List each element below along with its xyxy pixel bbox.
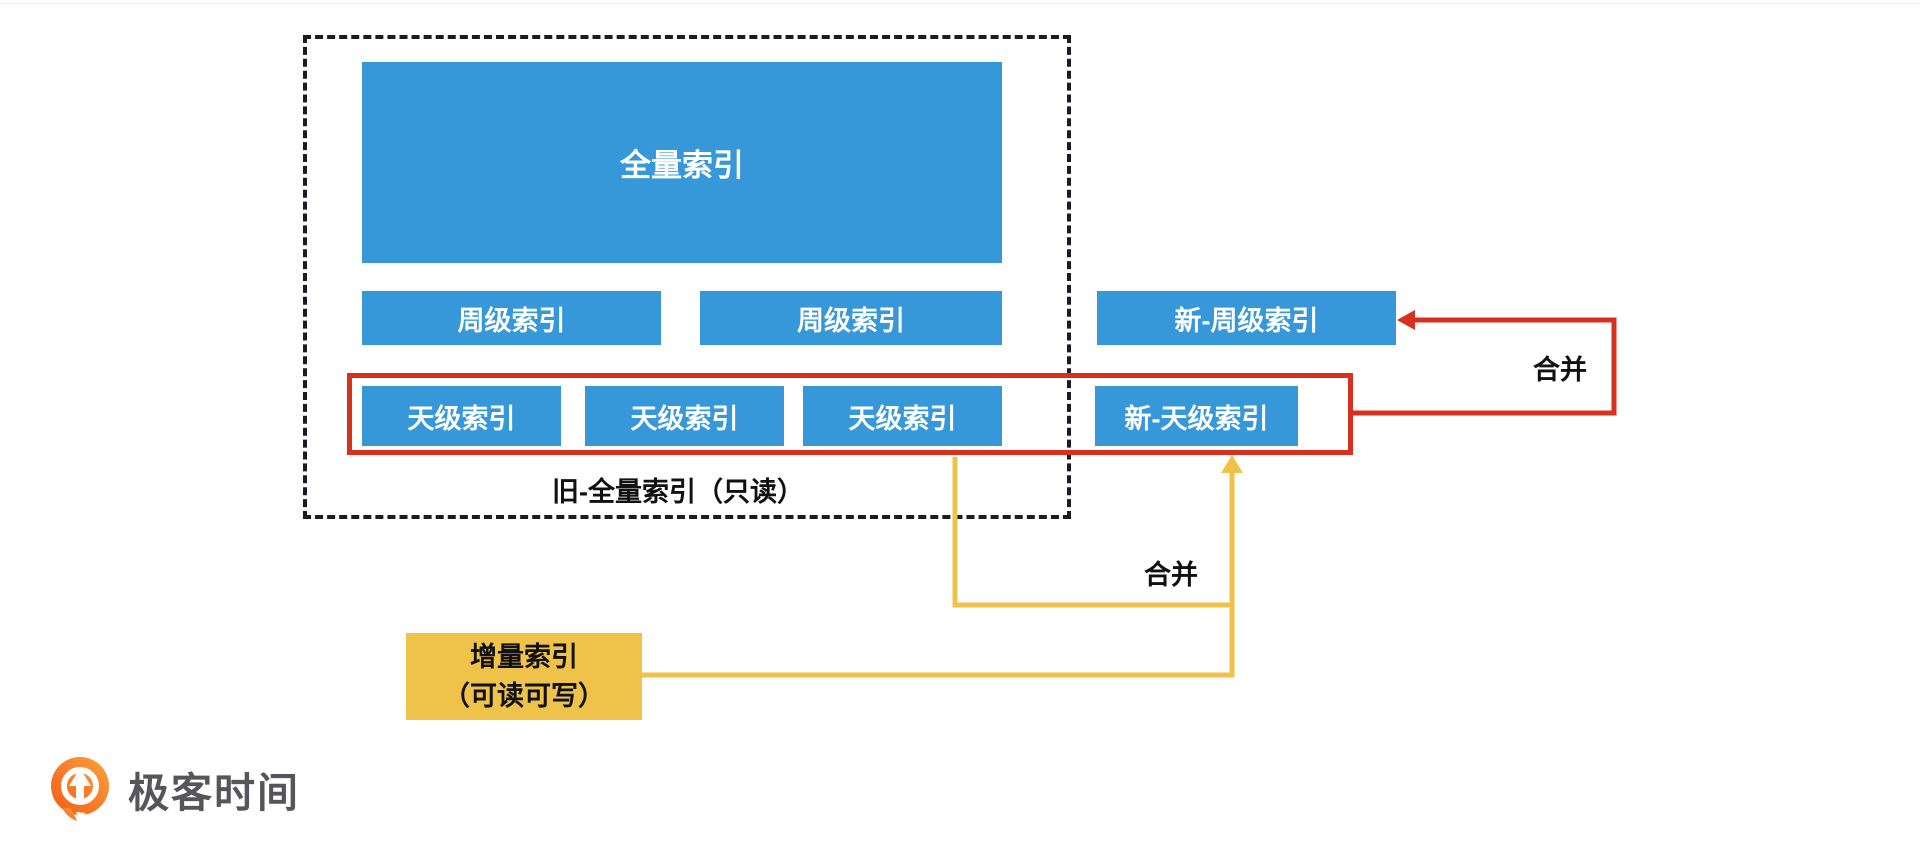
yellow-merge-arrowhead-icon [1221,455,1243,473]
geektime-logo: 极客时间 [46,756,300,822]
node-new-week-index: 新-周级索引 [1097,291,1396,345]
node-day-index-3-label: 天级索引 [848,403,957,434]
node-day-index-3: 天级索引 [803,386,1002,446]
red-merge-arrowhead-icon [1397,310,1415,330]
node-incremental-index: 增量索引 （可读可写） [406,633,642,720]
merge-to-new-day-label: 合并 [1144,560,1198,590]
node-full-index-label: 全量索引 [620,148,744,183]
node-week-index-2: 周级索引 [700,291,1002,345]
node-day-index-2: 天级索引 [585,386,784,446]
day-index-row-red-outline [347,373,1353,455]
node-new-day-index-label: 新-天级索引 [1124,403,1269,434]
node-week-index-2-label: 周级索引 [797,305,905,336]
node-incremental-index-label-line1: 增量索引 [470,641,578,672]
node-incremental-index-label-line2: （可读可写） [443,680,605,711]
geektime-logo-text: 极客时间 [128,770,300,816]
node-full-index: 全量索引 [362,62,1002,263]
node-day-index-1: 天级索引 [362,386,561,446]
merge-to-new-week-label: 合并 [1533,355,1587,385]
node-new-week-index-label: 新-周级索引 [1174,305,1319,336]
node-day-index-1-label: 天级索引 [407,403,516,434]
top-hairline [0,3,1920,4]
old-full-index-group-label: 旧-全量索引（只读） [552,477,804,507]
node-week-index-1-label: 周级索引 [457,305,566,336]
geektime-logo-icon [51,757,109,821]
node-new-day-index: 新-天级索引 [1095,386,1298,446]
node-week-index-1: 周级索引 [362,291,661,345]
node-day-index-2-label: 天级索引 [630,403,739,434]
